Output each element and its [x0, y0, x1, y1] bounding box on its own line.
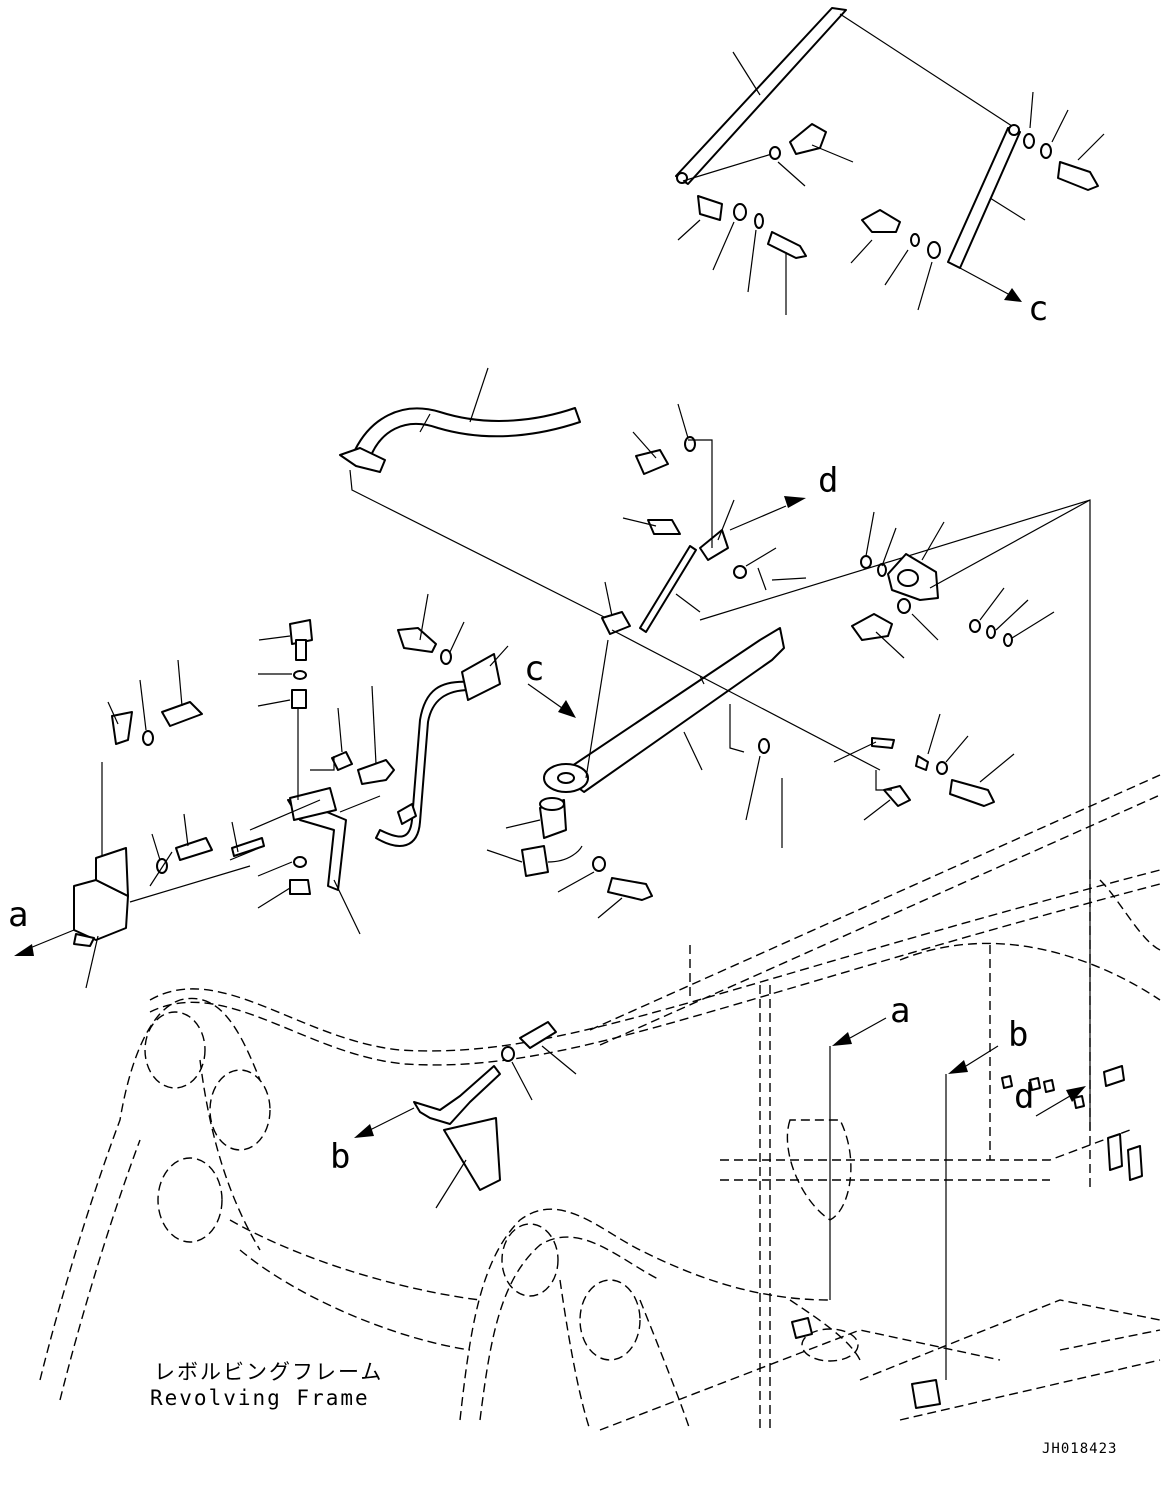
reference-letter-b-frame: b	[1008, 1015, 1029, 1055]
reference-letter-b-bracket: b	[330, 1137, 351, 1177]
upper-link-rod	[675, 7, 847, 185]
drawing-id: JH018423	[1042, 1441, 1118, 1457]
bent-tube	[331, 627, 501, 847]
hose-assembly	[339, 407, 581, 473]
main-control-arm	[543, 627, 785, 793]
reference-letter-a-left: a	[8, 895, 29, 935]
left-bracket-assembly	[111, 619, 347, 895]
bracket-b	[413, 1021, 557, 1191]
frame-label-japanese: レボルビングフレーム	[154, 1360, 384, 1384]
lower-fittings	[521, 797, 653, 901]
upper-bracket-d	[601, 436, 747, 635]
frame-label-english: Revolving Frame	[150, 1386, 370, 1410]
reference-letter-a-frame: a	[890, 991, 911, 1031]
right-mount-bracket	[758, 553, 1013, 807]
bolts-upper-right	[697, 123, 1099, 259]
reference-letter-d-upper: d	[818, 461, 839, 501]
lower-link-rod	[947, 124, 1021, 269]
leader-lines-upper-right	[677, 51, 1105, 315]
reference-letter-c-upper: c	[1028, 289, 1049, 329]
frame-small-brackets	[791, 1065, 1143, 1409]
left-lever-bracket-a	[73, 847, 129, 947]
reference-letter-d-frame: d	[1014, 1077, 1035, 1117]
revolving-frame-outline	[39, 774, 1161, 1431]
reference-letter-c-arm: c	[524, 649, 545, 689]
